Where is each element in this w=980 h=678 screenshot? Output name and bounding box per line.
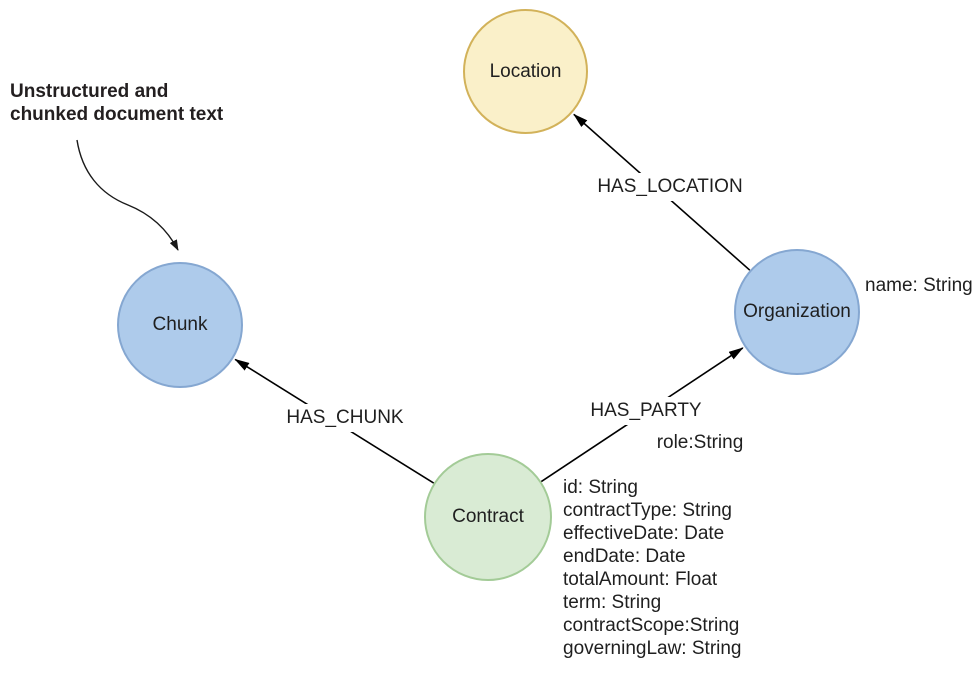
contract-property-line: governingLaw: String xyxy=(563,638,742,659)
contract-properties: id: String contractType: String effectiv… xyxy=(563,476,742,660)
contract-property-line: effectiveDate: Date xyxy=(563,523,725,544)
annotation-text: Unstructured and chunked document text xyxy=(10,80,223,126)
node-organization: Organization xyxy=(734,249,860,375)
node-contract: Contract xyxy=(424,453,552,581)
annotation-arrow xyxy=(76,139,179,251)
node-chunk-label: Chunk xyxy=(152,314,208,335)
edge-label-has-location: HAS_LOCATION xyxy=(592,173,748,201)
has-party-property: role:String xyxy=(656,432,744,453)
contract-property-line: id: String xyxy=(563,477,638,498)
contract-property-line: term: String xyxy=(563,592,662,613)
contract-property-line: contractType: String xyxy=(563,500,732,521)
edge-label-has-party: HAS_PARTY xyxy=(585,397,707,425)
node-location: Location xyxy=(463,9,588,134)
annotation-line-2: chunked document text xyxy=(10,104,224,125)
contract-property-line: totalAmount: Float xyxy=(563,569,718,590)
annotation-line-1: Unstructured and xyxy=(10,81,169,102)
contract-property-line: contractScope:String xyxy=(563,615,740,636)
node-chunk: Chunk xyxy=(117,262,243,388)
edge-label-has-chunk: HAS_CHUNK xyxy=(281,404,409,432)
organization-property: name: String xyxy=(865,275,973,296)
node-organization-label: Organization xyxy=(743,301,851,322)
node-location-label: Location xyxy=(489,60,562,82)
contract-property-line: endDate: Date xyxy=(563,546,686,567)
node-contract-label: Contract xyxy=(452,506,524,527)
